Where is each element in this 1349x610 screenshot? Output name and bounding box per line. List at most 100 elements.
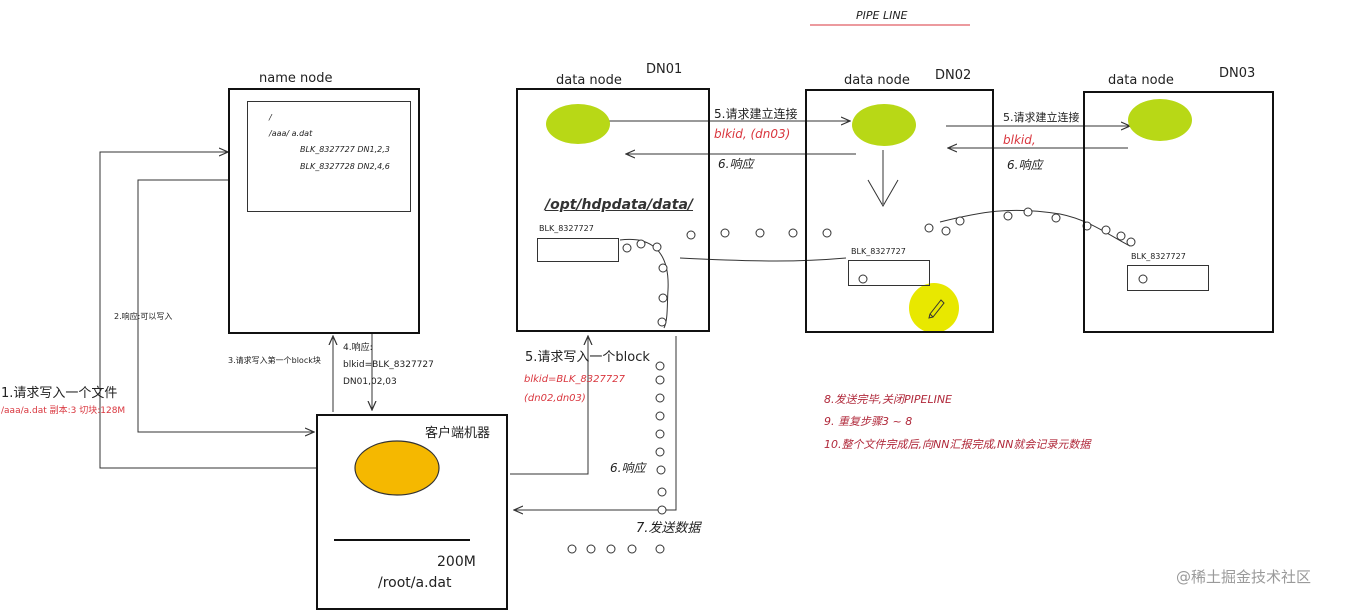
data-packet-dot xyxy=(586,544,596,554)
step6-dn01-label: 6.响应 xyxy=(718,157,754,171)
step4-line2: blkid=BLK_8327727 xyxy=(343,360,434,370)
data-packet-dot xyxy=(755,228,765,238)
dn03-box xyxy=(1083,91,1274,333)
step3-label: 3.请求写入第一个block块 xyxy=(228,356,321,365)
step5-client-dns: (dn02,dn03) xyxy=(524,393,586,404)
data-packet-dot xyxy=(567,544,577,554)
data-packet-dot xyxy=(655,429,665,439)
data-packet-dot xyxy=(655,447,665,457)
dn01-block-label: BLK_8327727 xyxy=(539,224,594,233)
data-packet-dot xyxy=(655,393,665,403)
note-close-pipeline: 8.发送完毕,关闭PIPELINE xyxy=(824,393,953,406)
data-packet-dot xyxy=(658,293,668,303)
dn03-block-label: BLK_8327727 xyxy=(1131,252,1186,261)
data-packet-dot xyxy=(1051,213,1061,223)
dn03-block-rect xyxy=(1127,265,1209,291)
data-packet-dot xyxy=(655,411,665,421)
data-packet-dot xyxy=(1003,211,1013,221)
step4-line1: 4.响应: xyxy=(343,343,373,353)
dn02-node-oval xyxy=(852,104,916,146)
data-packet-dot xyxy=(1138,274,1148,284)
dn02-block-label: BLK_8327727 xyxy=(851,247,906,256)
note-report-complete: 10.整个文件完成后,向NN汇报完成,NN就会记录元数据 xyxy=(824,438,1091,451)
data-packet-dot xyxy=(657,505,667,515)
data-curve-dn02-dn03 xyxy=(939,209,1131,247)
data-packet-dot xyxy=(657,487,667,497)
data-packet-dot xyxy=(686,230,696,240)
step5-dn01-label: 5.请求建立连接 xyxy=(714,107,798,121)
dn01-data-path: /opt/hdpdata/data/ xyxy=(545,197,694,213)
step4-line3: DN01,02,03 xyxy=(343,377,397,387)
data-packet-dots xyxy=(567,207,1148,554)
client-file-path: /root/a.dat xyxy=(378,575,452,591)
step2-label: 2.响应:可以写入 xyxy=(114,312,173,321)
namenode-meta-block1: BLK_8327727 DN1,2,3 xyxy=(300,145,390,154)
namenode-meta-block2: BLK_8327728 DN2,4,6 xyxy=(300,162,390,171)
data-packet-dot xyxy=(720,228,730,238)
data-packet-dot xyxy=(1023,207,1033,217)
step5-dn02-label: 5.请求建立连接 xyxy=(1003,111,1080,124)
data-packet-dot xyxy=(788,228,798,238)
data-packet-dot xyxy=(656,465,666,475)
dn01-label: data node xyxy=(556,73,622,88)
step5-client-label: 5.请求写入一个block xyxy=(525,350,650,365)
client-label: 客户端机器 xyxy=(425,426,491,441)
dn02-block-rect xyxy=(848,260,930,286)
dn01-id: DN01 xyxy=(646,62,683,77)
note-repeat-steps: 9. 重复步骤3 ~ 8 xyxy=(824,415,913,428)
dn03-label: data node xyxy=(1108,73,1174,88)
data-packet-dot xyxy=(1126,237,1136,247)
dn02-label: data node xyxy=(844,73,910,88)
data-packet-dot xyxy=(622,243,632,253)
data-packet-dot xyxy=(655,544,665,554)
watermark: @稀土掘金技术社区 xyxy=(1176,568,1312,586)
namenode-meta-root: / xyxy=(269,113,272,122)
data-packet-dot xyxy=(636,239,646,249)
step5-client-blkid: blkid=BLK_8327727 xyxy=(524,374,625,385)
namenode-meta-file: /aaa/ a.dat xyxy=(269,129,313,138)
step1-note: /aaa/a.dat 副本:3 切块:128M xyxy=(1,406,126,416)
data-packet-dot xyxy=(606,544,616,554)
client-oval xyxy=(354,440,440,496)
step1-label: 1.请求写入一个文件 xyxy=(1,386,118,401)
step6-client-label: 6.响应 xyxy=(610,461,646,475)
data-packet-dot xyxy=(955,216,965,226)
client-file-size: 200M xyxy=(437,554,476,570)
dn01-box xyxy=(516,88,710,332)
diagram-title: PIPE LINE xyxy=(856,9,908,22)
data-packet-dot xyxy=(655,375,665,385)
arrow-step2 xyxy=(137,179,314,432)
arrow-step6-client xyxy=(514,336,677,510)
data-packet-dot xyxy=(822,228,832,238)
data-packet-dot xyxy=(655,361,665,371)
cursor-highlight xyxy=(909,283,959,333)
arrow-step5-client xyxy=(510,336,588,475)
data-packet-dot xyxy=(627,544,637,554)
data-packet-dot xyxy=(652,242,662,252)
data-packet-dot xyxy=(658,263,668,273)
step5-dn02-blkid: blkid, xyxy=(1003,133,1036,147)
data-packet-dot xyxy=(657,317,667,327)
data-packet-dot xyxy=(941,226,951,236)
data-packet-dot xyxy=(1116,231,1126,241)
dn01-block-rect xyxy=(537,238,619,262)
arrow-step1 xyxy=(99,152,318,469)
arrow-dn02-internal-head xyxy=(867,179,899,208)
data-packet-dot xyxy=(1101,225,1111,235)
dn02-box xyxy=(805,89,994,333)
step5-dn01-blkid: blkid, (dn03) xyxy=(714,127,791,141)
dn02-id: DN02 xyxy=(935,68,972,83)
data-packet-dot xyxy=(858,274,868,284)
data-curve-dn01-dn02 xyxy=(679,257,847,262)
dn03-id: DN03 xyxy=(1219,66,1256,81)
data-packet-dot xyxy=(924,223,934,233)
step7-label: 7.发送数据 xyxy=(636,521,701,536)
step6-dn02-label: 6.响应 xyxy=(1007,158,1043,172)
namenode-label: name node xyxy=(259,71,333,86)
namenode-box xyxy=(228,88,420,334)
dn01-node-oval xyxy=(546,104,610,144)
namenode-metadata-panel xyxy=(247,101,411,212)
dn03-node-oval xyxy=(1128,99,1192,141)
pencil-icon xyxy=(928,299,945,319)
